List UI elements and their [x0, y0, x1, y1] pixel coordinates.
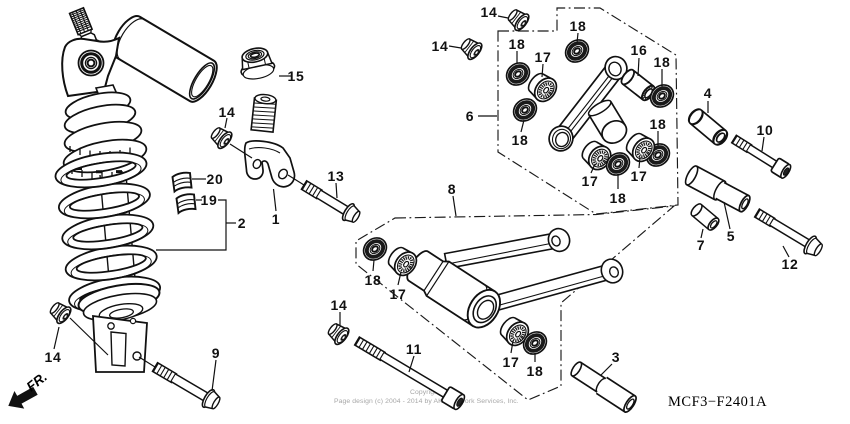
svg-text:18: 18: [650, 116, 667, 132]
svg-text:16: 16: [631, 42, 648, 58]
svg-text:14: 14: [432, 38, 449, 54]
svg-text:18: 18: [527, 363, 544, 379]
svg-text:18: 18: [654, 54, 671, 70]
svg-text:17: 17: [535, 49, 552, 65]
svg-text:2: 2: [238, 215, 247, 231]
svg-text:19: 19: [201, 192, 218, 208]
svg-text:15: 15: [288, 68, 305, 84]
svg-text:14: 14: [45, 349, 62, 365]
svg-text:6: 6: [466, 108, 475, 124]
svg-text:4: 4: [704, 85, 713, 101]
svg-text:12: 12: [782, 256, 799, 272]
svg-text:17: 17: [390, 286, 407, 302]
svg-text:18: 18: [610, 190, 627, 206]
svg-text:10: 10: [757, 122, 774, 138]
svg-text:14: 14: [481, 4, 498, 20]
svg-text:14: 14: [331, 297, 348, 313]
svg-text:7: 7: [697, 237, 706, 253]
svg-text:1: 1: [272, 211, 281, 227]
svg-text:3: 3: [612, 349, 621, 365]
svg-text:20: 20: [207, 171, 224, 187]
svg-text:18: 18: [512, 132, 529, 148]
svg-text:17: 17: [582, 173, 599, 189]
svg-text:17: 17: [631, 168, 648, 184]
svg-text:17: 17: [503, 354, 520, 370]
svg-text:8: 8: [448, 181, 457, 197]
svg-text:18: 18: [570, 18, 587, 34]
svg-text:11: 11: [406, 341, 422, 357]
svg-text:14: 14: [219, 104, 236, 120]
svg-text:18: 18: [509, 36, 526, 52]
svg-text:Page design (c) 2004 - 2014 by: Page design (c) 2004 - 2014 by AKA Netwo…: [334, 398, 519, 405]
svg-text:MCF3−F2401A: MCF3−F2401A: [668, 394, 767, 410]
svg-text:18: 18: [365, 272, 382, 288]
svg-text:Copyright: Copyright: [410, 389, 440, 396]
svg-text:5: 5: [727, 228, 736, 244]
svg-text:13: 13: [328, 168, 345, 184]
svg-text:9: 9: [212, 345, 221, 361]
